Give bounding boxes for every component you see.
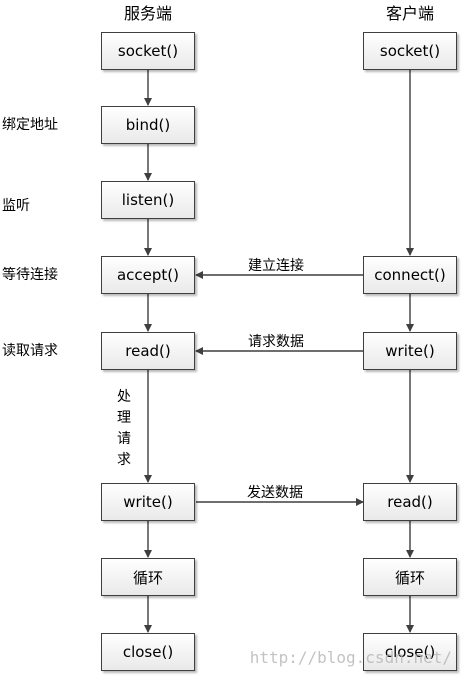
side-label-bind-address: 绑定地址 [2, 117, 58, 133]
server-loop-box: 循环 [101, 558, 195, 596]
server-socket-label: socket() [117, 42, 179, 60]
side-label-listen: 监听 [2, 198, 30, 214]
client-loop-label: 循环 [394, 568, 425, 587]
process-request-label: 处 理 请 求 [116, 387, 132, 471]
send-data-label: 发送数据 [247, 485, 303, 501]
client-read-label: read() [387, 493, 433, 511]
client-close-box: close() [363, 633, 457, 671]
side-label-read-request: 读取请求 [2, 343, 58, 359]
server-write-box: write() [101, 483, 195, 521]
server-close-box: close() [101, 633, 195, 671]
process-request-char-2: 理 [117, 410, 131, 426]
server-listen-label: listen() [121, 191, 175, 209]
client-connect-label: connect() [374, 266, 446, 284]
server-socket-box: socket() [101, 32, 195, 70]
server-accept-box: accept() [101, 256, 195, 294]
process-request-char-1: 处 [117, 389, 131, 405]
server-read-box: read() [101, 332, 195, 370]
watermark-url: http://blog.csdn.net/ [249, 648, 452, 667]
client-loop-box: 循环 [363, 558, 457, 596]
server-write-label: write() [123, 493, 173, 511]
client-write-label: write() [385, 342, 435, 360]
server-close-label: close() [122, 643, 174, 661]
request-data-label: 请求数据 [248, 334, 304, 350]
side-label-wait-connection: 等待连接 [2, 267, 58, 283]
server-listen-box: listen() [101, 181, 195, 219]
server-read-label: read() [125, 342, 171, 360]
client-close-label: close() [384, 643, 436, 661]
server-bind-label: bind() [125, 116, 171, 134]
server-loop-label: 循环 [132, 568, 163, 587]
client-column-header: 客户端 [385, 4, 434, 23]
process-request-char-4: 求 [117, 452, 131, 468]
client-socket-label: socket() [379, 42, 441, 60]
server-bind-box: bind() [101, 106, 195, 144]
client-socket-box: socket() [363, 32, 457, 70]
server-column-header: 服务端 [123, 4, 172, 23]
client-read-box: read() [363, 483, 457, 521]
establish-connection-label: 建立连接 [248, 258, 304, 274]
server-accept-label: accept() [116, 266, 180, 284]
client-write-box: write() [363, 332, 457, 370]
process-request-char-3: 请 [117, 431, 131, 447]
client-connect-box: connect() [363, 256, 457, 294]
